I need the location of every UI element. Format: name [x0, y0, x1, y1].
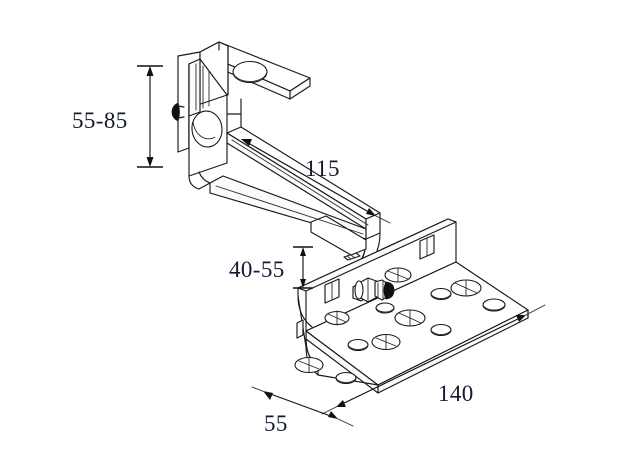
top-clamp-plate-right-edge	[289, 77, 311, 100]
bracket-oval-slot-inner	[192, 121, 216, 140]
adjustment-bolt-side-shaft	[177, 105, 185, 108]
hook-arm-link-plate	[310, 215, 367, 256]
plain-hole-2	[430, 287, 452, 301]
plain-hole-6	[375, 302, 395, 314]
dim-55-85-arrow-top	[146, 66, 154, 76]
dim-115-leader-line	[242, 139, 375, 216]
plain-hole-5	[335, 371, 357, 385]
dimension-arm-length: 115	[241, 139, 391, 224]
dim-40-55-arrow-bottom	[300, 279, 306, 288]
dim-label-height-range: 55-85	[72, 108, 128, 133]
countersunk-hole-2	[394, 309, 426, 327]
plain-hole-3	[430, 323, 452, 337]
top-plate-hole-outer	[232, 60, 268, 84]
base-plate-plain-holes	[335, 287, 506, 385]
dim-140-tail-left	[321, 405, 339, 415]
base-plate-lower-slots	[296, 319, 304, 339]
base-flange-slots	[324, 234, 435, 304]
dim-55-85-arrow-bottom	[146, 157, 154, 167]
plain-hole-4	[347, 338, 369, 352]
bracket-lower-fold-inner	[198, 171, 211, 184]
adjustment-bolt-side-shaft-2	[177, 116, 185, 119]
dim-140-arrow-right	[516, 315, 526, 322]
top-plate-hole-countersink	[233, 73, 267, 82]
hook-arm-crease-2	[215, 185, 364, 235]
upper-bracket-assembly	[171, 41, 311, 190]
stud-bolt-collar	[354, 280, 364, 300]
dim-55-tail-left	[251, 386, 266, 393]
dimension-base-width: 55	[251, 386, 354, 436]
base-plate-left-fold-line-2	[297, 295, 313, 328]
stud-bolt-cap-end	[383, 281, 395, 300]
bracket-top-connector	[199, 41, 229, 96]
stud-bolt-assembly	[352, 277, 395, 303]
adjustment-bolt-side-head	[171, 102, 180, 122]
countersunk-hole-4	[371, 333, 401, 351]
dim-115-arrow-right	[366, 208, 376, 216]
dim-115-arrow-left	[241, 139, 252, 146]
dim-55-arrow-left	[263, 391, 273, 400]
bracket-bottom-edge	[198, 182, 211, 190]
bracket-oval-slot	[191, 110, 223, 148]
dim-label-arm-length: 115	[305, 156, 340, 181]
base-slot-3	[296, 319, 304, 339]
base-plate-countersunk-holes	[294, 267, 482, 374]
dim-140-arrow-left	[336, 400, 346, 407]
dim-55-arrow-right	[328, 411, 338, 419]
countersunk-hole-5	[294, 356, 324, 374]
dim-label-base-length: 140	[438, 381, 474, 406]
bracket-side-wall-upper	[188, 58, 201, 117]
dimension-drop-range: 40-55	[229, 246, 313, 289]
dim-40-55-arrow-top	[300, 247, 306, 256]
dim-label-drop-range: 40-55	[229, 257, 285, 282]
dim-label-base-width: 55	[264, 411, 288, 436]
base-plate-assembly	[294, 218, 529, 394]
dimension-height-range: 55-85	[72, 65, 163, 168]
countersunk-hole-1	[450, 279, 482, 297]
dim-140-leader-line	[337, 315, 525, 407]
dim-55-leader-line	[264, 391, 337, 419]
countersunk-hole-6	[324, 310, 350, 326]
dim-115-tail	[373, 214, 391, 224]
dim-55-tail-right	[335, 417, 354, 427]
hook-arm-crease-1	[231, 139, 369, 226]
countersunk-hole-3	[384, 267, 412, 283]
bracket-lower-fold	[188, 175, 200, 190]
dim-140-tail-right	[523, 304, 546, 317]
dimension-base-length: 140	[321, 304, 546, 415]
plain-hole-1	[482, 298, 506, 312]
